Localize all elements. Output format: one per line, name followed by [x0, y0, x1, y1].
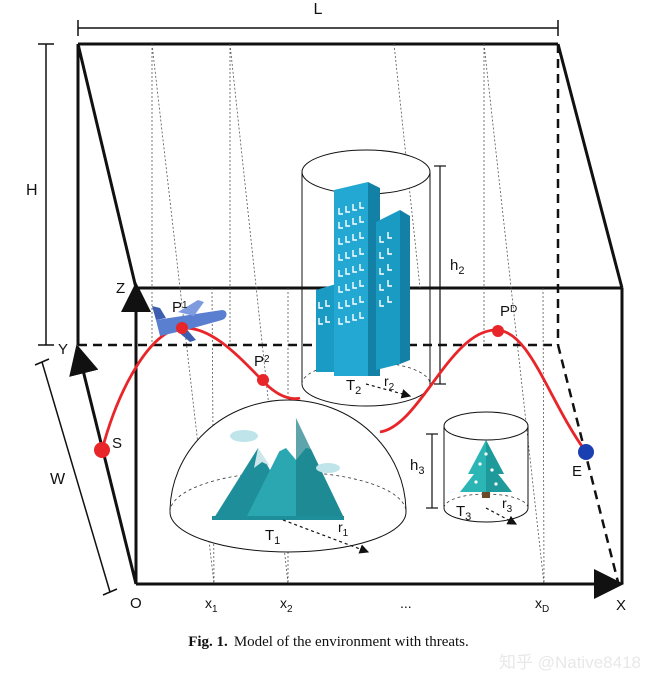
mountain-icon — [212, 418, 344, 520]
environment-model-diagram: L H W Z Y X — [26, 1, 626, 615]
label-r2: r2 — [384, 373, 395, 393]
label-T2: T2 — [346, 377, 361, 397]
dimension-h2 — [434, 165, 446, 385]
waypoint-P2 — [257, 374, 269, 386]
dimension-W — [34, 358, 118, 596]
label-r1: r1 — [338, 519, 349, 539]
label-P1: P1 — [172, 299, 188, 316]
y-axis — [69, 344, 138, 585]
dimension-H — [38, 43, 54, 346]
label-L: L — [314, 1, 323, 18]
label-x2: x2 — [280, 595, 293, 615]
tree-icon — [460, 440, 512, 498]
label-PD: PD — [500, 303, 517, 320]
dimension-L — [77, 20, 559, 36]
label-W: W — [50, 471, 66, 488]
label-T3: T3 — [456, 503, 471, 523]
label-E: E — [572, 463, 582, 480]
watermark: 知乎 @Native8418 — [499, 653, 641, 672]
label-H: H — [26, 182, 38, 199]
building-icon — [316, 182, 410, 376]
label-xD: xD — [535, 595, 549, 615]
label-O: O — [130, 595, 142, 612]
threat-T3 — [426, 411, 529, 525]
end-point-E — [578, 444, 594, 460]
label-S: S — [112, 435, 122, 452]
label-x1: x1 — [205, 595, 218, 615]
waypoint-PD — [492, 325, 504, 337]
dimension-h3 — [426, 433, 438, 509]
label-P2: P2 — [254, 353, 270, 370]
threat-T2 — [301, 149, 446, 407]
threat-T1 — [169, 399, 407, 554]
label-T1: T1 — [265, 527, 280, 547]
caption-number: Fig. 1. — [188, 634, 228, 650]
start-point-S — [94, 442, 110, 458]
label-h3: h3 — [410, 457, 424, 477]
label-h2: h2 — [450, 257, 464, 277]
label-Z: Z — [116, 280, 125, 297]
figure-caption: Fig. 1. Model of the environment with thr… — [0, 634, 657, 651]
label-Y: Y — [58, 341, 68, 358]
caption-text: Model of the environment with threats. — [233, 634, 469, 650]
label-ellipsis: ... — [400, 595, 412, 611]
label-X: X — [616, 597, 626, 614]
waypoint-P1 — [176, 322, 188, 334]
label-r3: r3 — [502, 495, 513, 515]
